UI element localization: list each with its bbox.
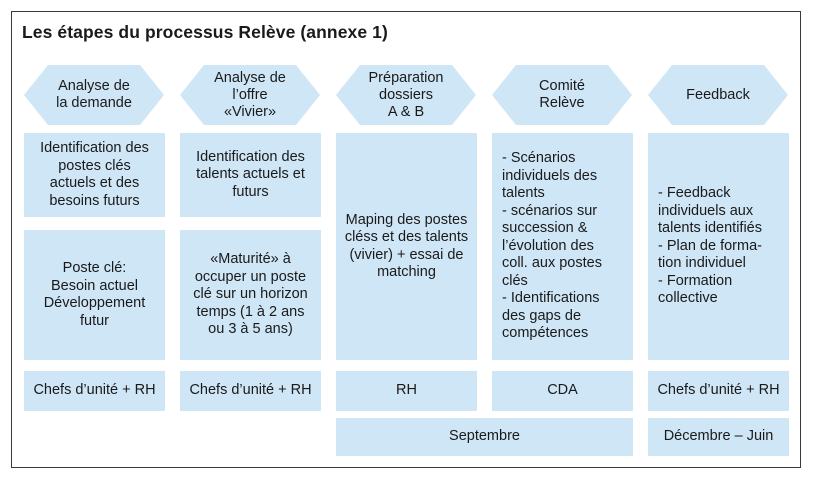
step-5-box-text: - Feedback individuels aux talents ident… <box>658 185 762 307</box>
step-header-3: Préparation dossiers A & B <box>336 65 476 125</box>
step-header-label: Préparation dossiers A & B <box>368 69 444 120</box>
hexagon-shape <box>648 65 788 125</box>
step-header-5: Feedback <box>648 65 788 125</box>
step-1-roles: Chefs d’unité + RH <box>24 371 165 411</box>
step-2-box-talents: Identification des talents actuels et fu… <box>180 133 321 217</box>
hexagon-shape <box>24 65 164 125</box>
step-header-2: Analyse de l’offre «Vivier» <box>180 65 320 125</box>
step-4-box-scenarios: - Scénarios individuels des talents - sc… <box>492 133 633 360</box>
step-5-box-feedback: - Feedback individuels aux talents ident… <box>648 133 789 360</box>
step-4-box-text: - Scénarios individuels des talents - sc… <box>502 150 602 342</box>
step-5-roles: Chefs d’unité + RH <box>648 371 789 411</box>
step-header-label: Analyse de la demande <box>56 78 132 111</box>
diagram-title: Les étapes du processus Relève (annexe 1… <box>22 22 388 42</box>
timeline-september: Septembre <box>336 418 633 456</box>
step-header-4: Comité Relève <box>492 65 632 125</box>
hexagon-shape <box>492 65 632 125</box>
hexagon-shape <box>336 65 476 125</box>
step-2-roles: Chefs d’unité + RH <box>180 371 321 411</box>
step-header-label: Comité Relève <box>539 78 585 111</box>
step-4-roles: CDA <box>492 371 633 411</box>
step-1-box-needs: Identification des postes clés actuels e… <box>24 133 165 217</box>
step-header-label: Analyse de l’offre «Vivier» <box>214 69 286 120</box>
step-3-roles: RH <box>336 371 477 411</box>
step-2-box-maturity: «Maturité» à occuper un poste clé sur un… <box>180 230 321 360</box>
step-header-1: Analyse de la demande <box>24 65 164 125</box>
step-3-box-matching: Maping des postes cléss et des talents (… <box>336 133 477 360</box>
timeline-december-june: Décembre – Juin <box>648 418 789 456</box>
step-header-label: Feedback <box>686 86 750 103</box>
step-1-box-key-post: Poste clé: Besoin actuel Développement f… <box>24 230 165 360</box>
hexagon-shape <box>180 65 320 125</box>
